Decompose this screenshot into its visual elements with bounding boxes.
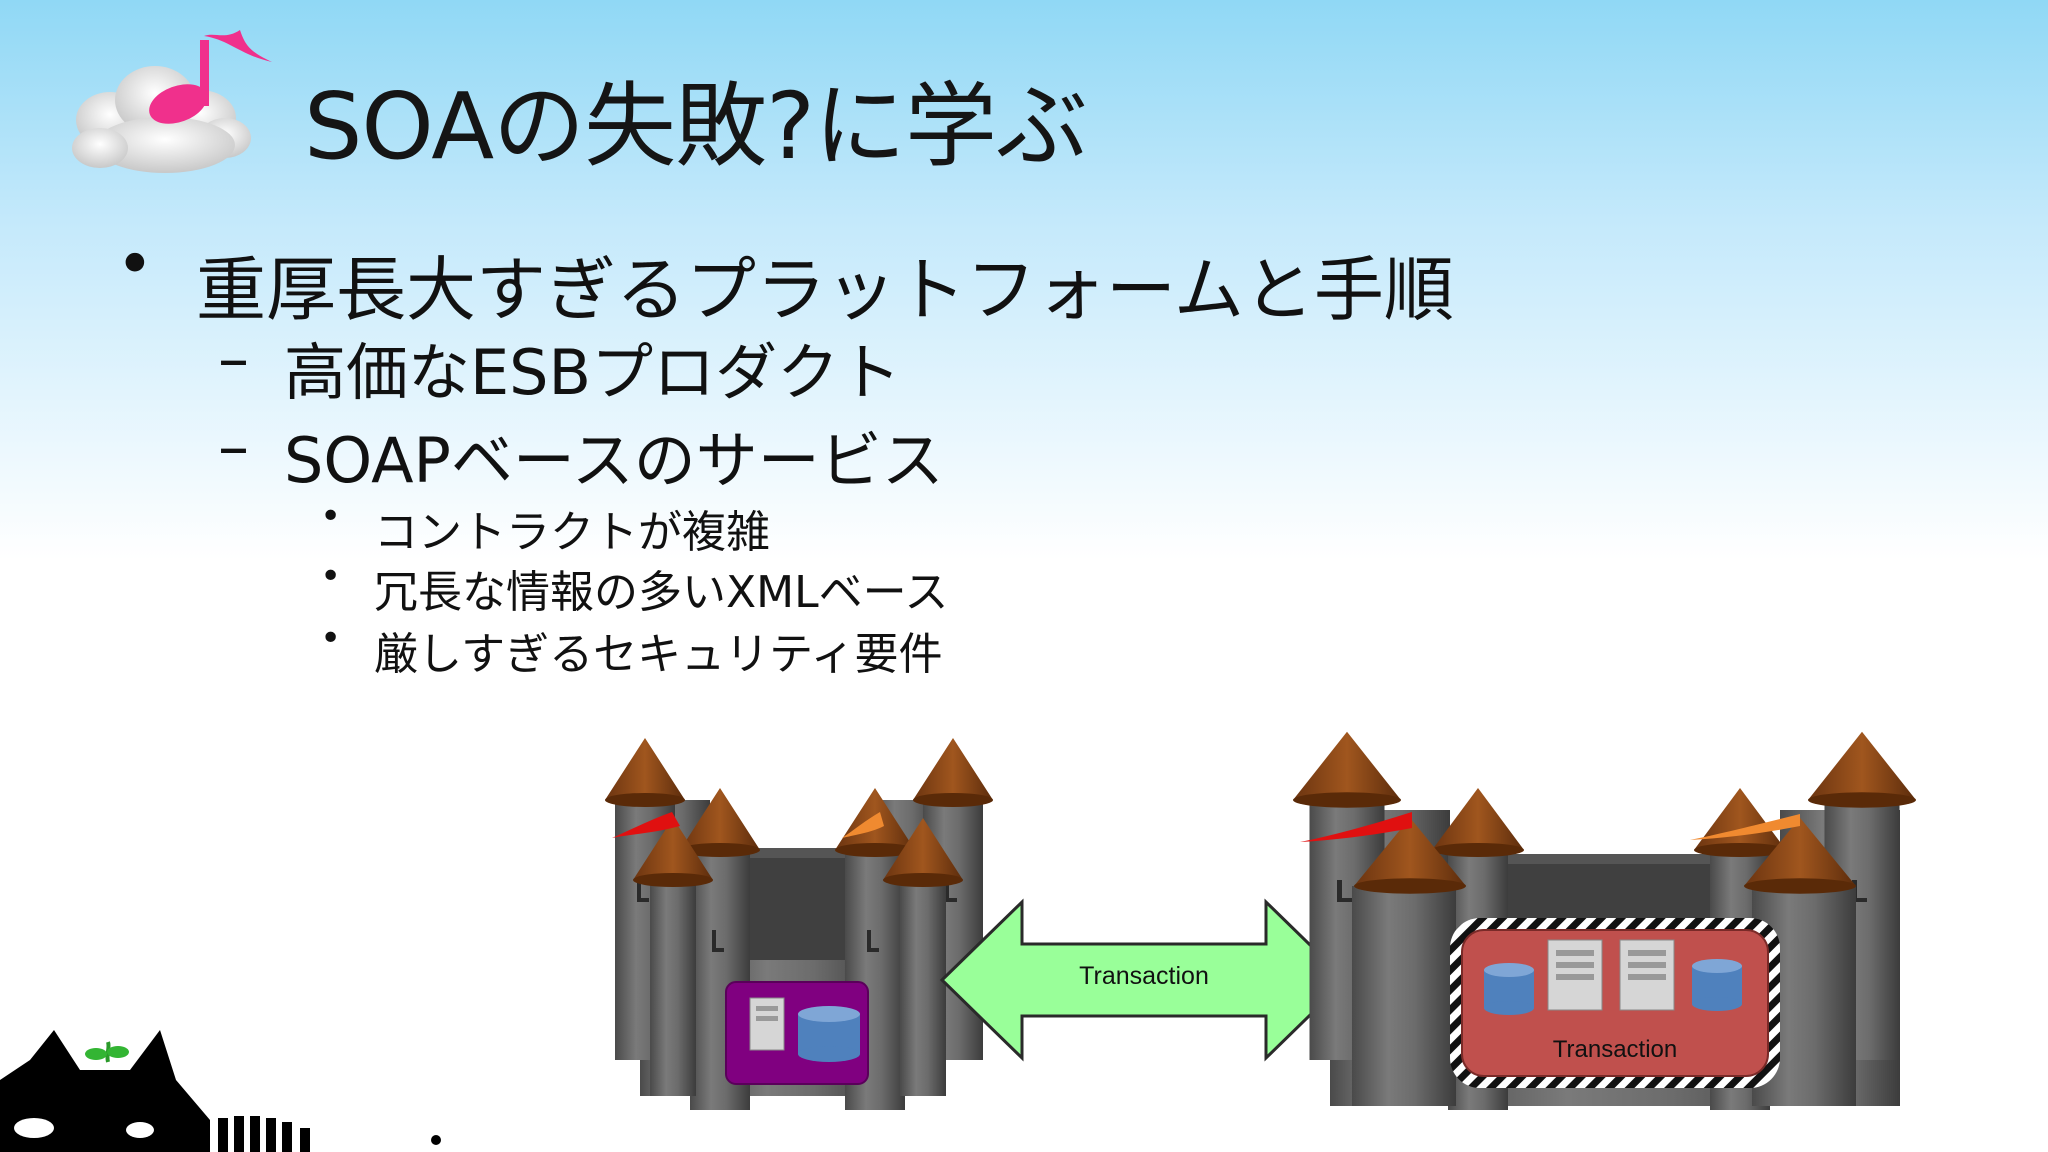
server-icon [1547,939,1603,1011]
server-icon [749,997,785,1051]
bullet-main-text: 重厚長大すぎるプラットフォームと手順 [196,249,1454,331]
dash-marker: – [218,410,249,483]
sub-sub-bullet-text: コントラクトが複雑 [374,507,770,558]
database-icon [1484,963,1534,1015]
flag-icon [1300,812,1412,842]
sub-sub-bullet-text: 厳しすぎるセキュリティ要件 [374,629,943,680]
flag-icon [842,812,884,838]
database-icon [798,1006,860,1062]
left-castle [605,738,993,1110]
sub-sub-bullet-text: 冗長な情報の多いXMLベース [374,567,949,618]
transaction-box-label: Transaction [1552,1036,1678,1063]
dash-marker: – [218,322,249,395]
sub-bullet-text: SOAPベースのサービス [284,424,944,497]
bullet-marker: • [116,228,154,302]
bullet-marker: • [320,618,342,659]
database-icon [1692,959,1742,1011]
bullet-marker: • [320,556,342,597]
flag-icon [612,812,680,838]
music-note-cloud-icon [72,30,272,173]
cat-icon [0,1030,441,1152]
slide-title: SOAの失敗?に学ぶ [304,73,1088,180]
bullet-marker: • [320,496,342,537]
sub-bullet-text: 高価なESBプロダクト [284,336,902,409]
flag-icon [1690,814,1800,840]
server-icon [1619,939,1675,1011]
service-box [725,981,869,1085]
transaction-arrow-label: Transaction [1079,962,1209,990]
